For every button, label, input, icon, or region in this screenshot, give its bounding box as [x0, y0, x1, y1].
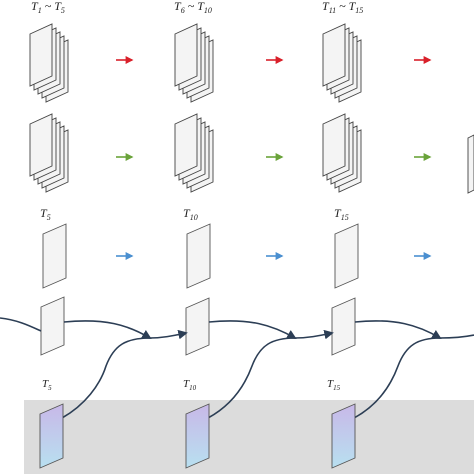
feature-frame-t5 [39, 403, 64, 469]
row4-frames [40, 296, 356, 356]
fused-frame-3 [331, 297, 356, 356]
curve-merge-to-fused3 [294, 329, 334, 340]
curve-fused1-to-merge [63, 320, 152, 339]
row1-label-2: T11 ~ T15 [322, 0, 363, 15]
curve-bottom1-to-merge [61, 337, 151, 419]
stack-frame [29, 23, 53, 87]
fused-frame-1 [40, 296, 65, 356]
row1-label-0: T1 ~ T5 [31, 0, 65, 15]
stack-frame [322, 113, 346, 177]
frame-stack-row2-3 [322, 113, 362, 193]
stack-frame [174, 23, 198, 87]
frame-t15 [334, 223, 359, 289]
edge-frame [467, 134, 474, 194]
frame-stack-row2-2 [174, 113, 214, 193]
frame-stack-t1-t5 [29, 23, 69, 103]
row3-label-2: T15 [334, 206, 349, 222]
row2-stacks [29, 113, 474, 194]
row1-stacks [29, 23, 362, 103]
row3-label-0: T5 [40, 206, 51, 222]
curve-fused3-to-merge [354, 320, 442, 339]
row3-frames [42, 223, 359, 289]
curve-in-left [0, 317, 42, 332]
row5-label-1: T10 [183, 378, 197, 392]
stack-frame [174, 113, 198, 177]
stack-frame [29, 113, 53, 177]
row5-labels: T5 T10 T15 [42, 378, 341, 392]
frame-stack-t11-t15 [322, 23, 362, 103]
curve-merge-to-fused2 [149, 329, 188, 340]
flow-curves [0, 317, 474, 419]
frame-t10 [186, 223, 211, 289]
row1-label-1: T6 ~ T10 [174, 0, 212, 15]
row5-label-0: T5 [42, 378, 52, 392]
frame-stack-t6-t10 [174, 23, 214, 103]
bottom-panel [24, 400, 474, 474]
curve-fused2-to-merge [208, 320, 297, 339]
stack-frame [322, 23, 346, 87]
row3-label-1: T10 [183, 206, 198, 222]
curve-bottom3-to-merge [353, 337, 441, 419]
frame-t5 [42, 223, 67, 289]
row5-frames [39, 403, 356, 469]
row3-labels: T5 T10 T15 [40, 206, 349, 222]
feature-frame-t15 [331, 403, 356, 469]
feature-frame-t10 [185, 403, 210, 469]
curve-merge-out-right [439, 334, 474, 339]
row1-labels: T1 ~ T5 T6 ~ T10 T11 ~ T15 [31, 0, 363, 15]
curve-bottom2-to-merge [207, 337, 296, 419]
row5-label-2: T15 [327, 378, 341, 392]
frame-stack-row2-1 [29, 113, 69, 193]
fused-frame-2 [185, 297, 210, 356]
